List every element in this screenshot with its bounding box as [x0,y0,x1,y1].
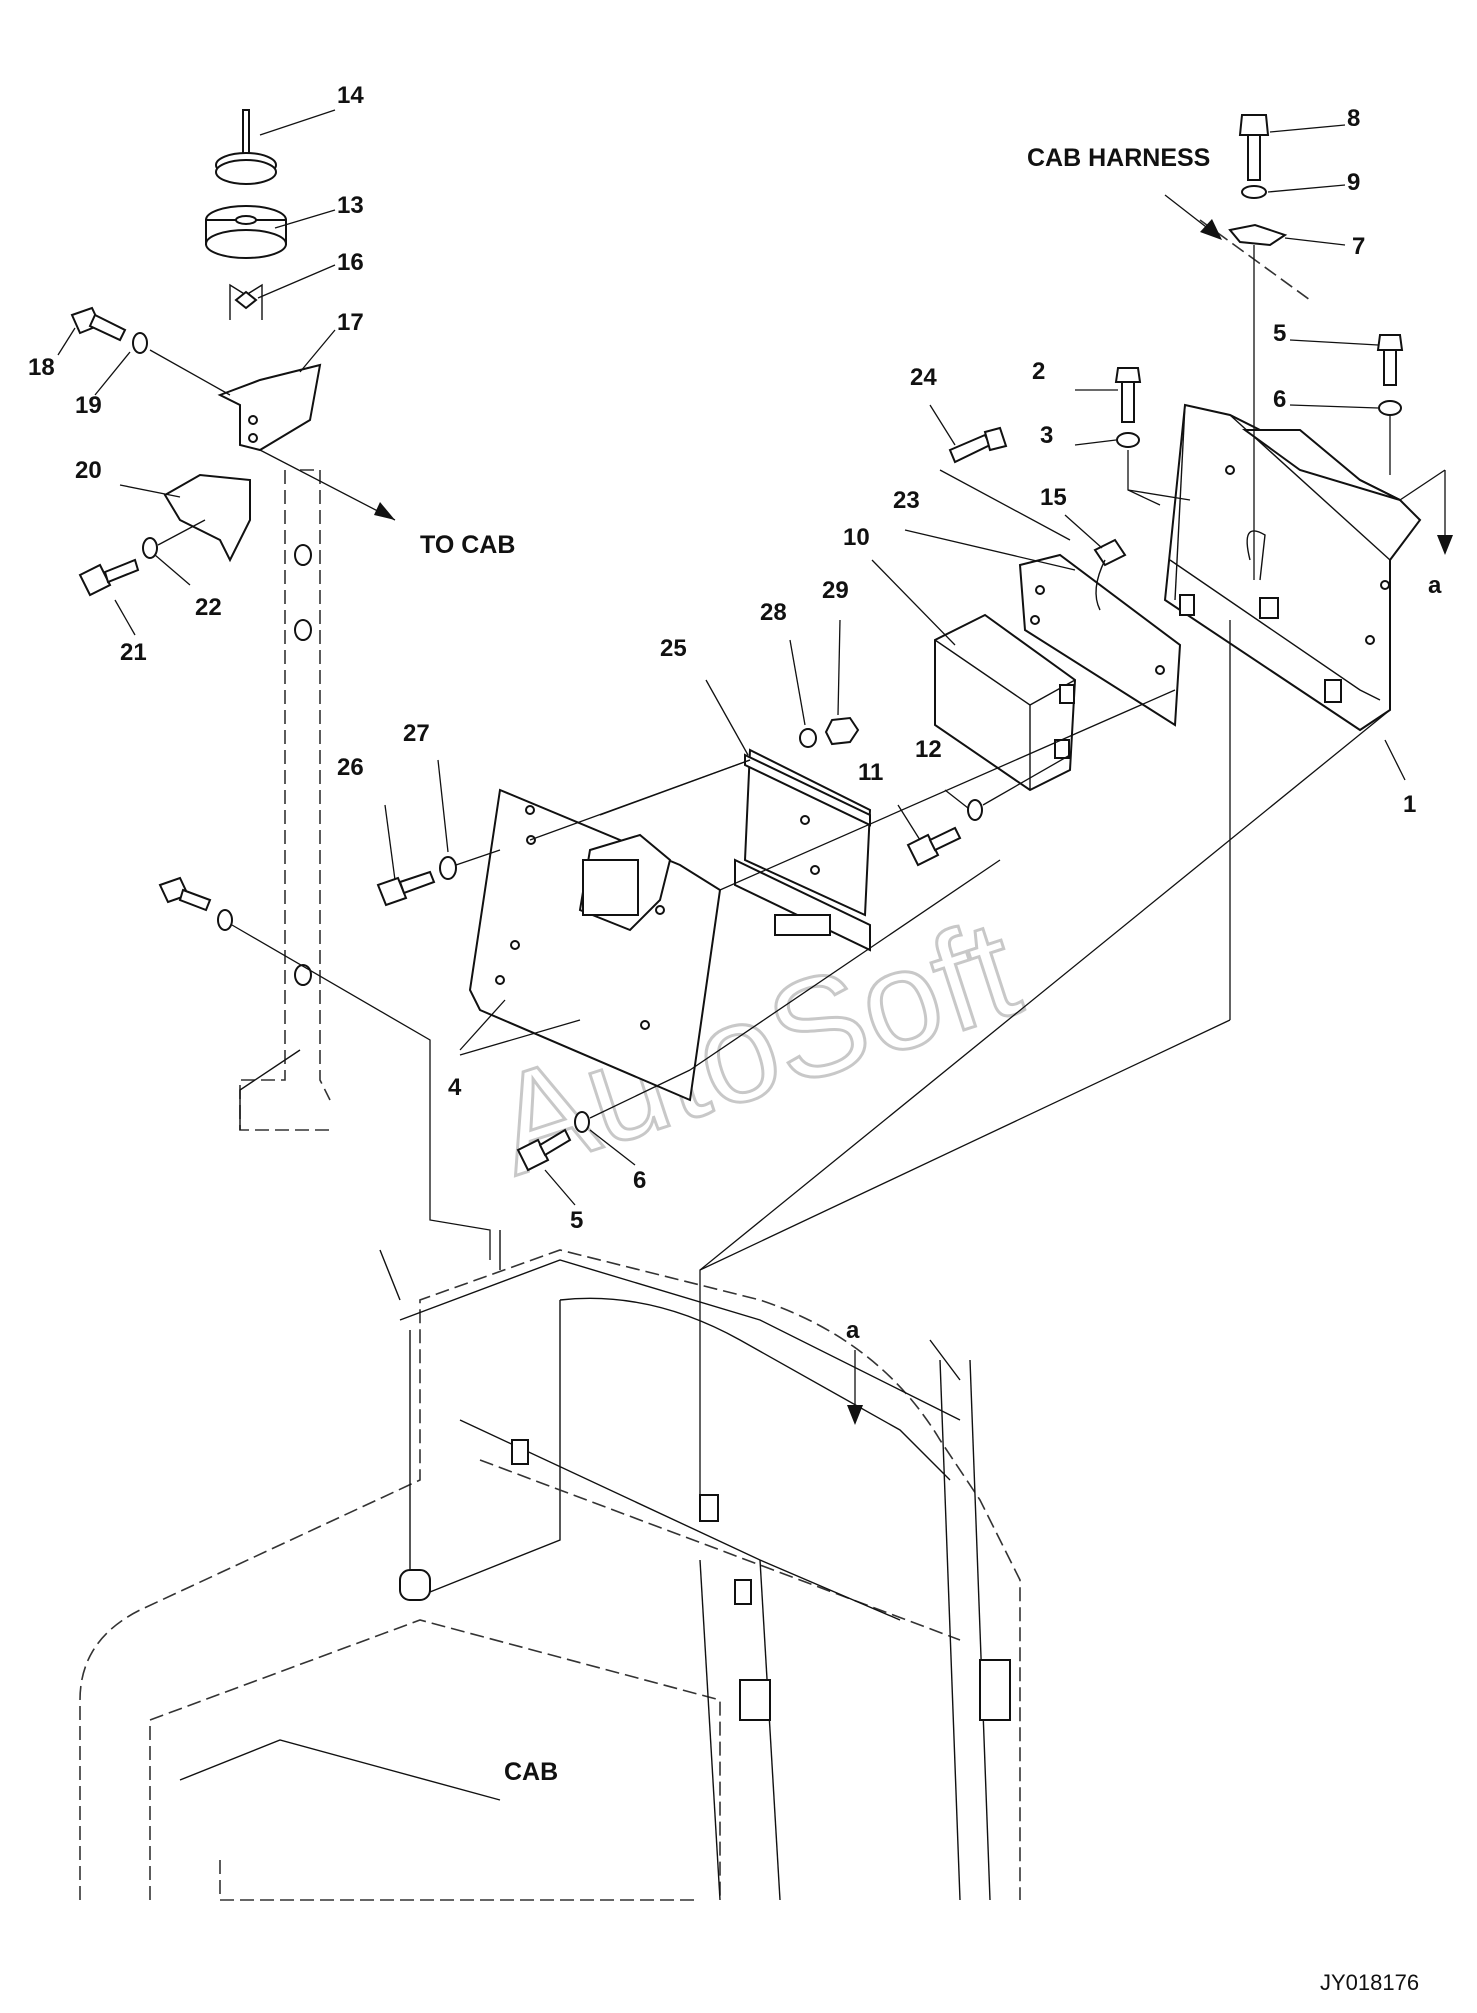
label-part-13: 13 [337,192,364,219]
label-part-7: 7 [1352,233,1365,260]
part-25-mounting-bracket [734,748,872,952]
cab-structure [79,1230,1021,1901]
label-part-6-lower: 6 [633,1167,646,1194]
part-9-washer [1241,185,1267,199]
part-15-connector [1093,538,1127,567]
label-part-4: 4 [448,1074,462,1101]
label-part-5-lower: 5 [570,1207,583,1234]
label-part-26: 26 [337,754,364,781]
part-7-clamp [1228,223,1288,247]
label-part-28: 28 [760,599,787,626]
part-3-washer [1116,432,1140,448]
part-29-nut [824,716,860,746]
part-24-bolt [948,433,992,464]
part-2-bolt-shank [1121,381,1135,423]
label-part-29: 29 [822,577,849,604]
part-17-bracket [217,363,322,452]
part-21-bolt [78,558,140,597]
to-cab-label: TO CAB [420,531,515,559]
label-part-19: 19 [75,392,102,419]
label-part-22: 22 [195,594,222,621]
part-6-washer-lower [574,1111,590,1133]
label-part-9: 9 [1347,169,1360,196]
part-28-washer [799,728,817,748]
label-part-27: 27 [403,720,430,747]
part-24-bolt-head [983,426,1008,452]
cab-harness-label: CAB HARNESS [1027,144,1210,172]
label-part-21: 21 [120,639,147,666]
part-11-bolt-shank [928,826,962,852]
label-part-12: 12 [915,736,942,763]
label-part-23: 23 [893,487,920,514]
label-part-24: 24 [910,364,937,391]
vertical-bracket-rod [239,469,331,1131]
part-16-clip [229,283,263,320]
lower-left-washer [217,909,233,931]
label-part-2: 2 [1032,358,1045,385]
label-part-5-upper: 5 [1273,320,1286,347]
label-part-1: 1 [1403,791,1416,818]
view-ref-a-right: a [1428,572,1442,599]
part-5-bolt-upper-head [1376,334,1404,351]
part-15-wire [1095,559,1106,611]
part-27-washer [439,856,457,880]
part-19-washer [132,332,148,354]
label-part-18: 18 [28,354,55,381]
part-4-cover-panel [468,788,722,1102]
label-part-3: 3 [1040,422,1053,449]
part-12-washer [967,799,983,821]
part-5-bolt-upper-shank [1383,349,1397,386]
part-8-bolt-head [1238,114,1270,136]
lower-left-bolt-shank [178,888,212,912]
label-part-10: 10 [843,524,870,551]
part-18-bolt [70,306,127,342]
part-22-washer [142,537,158,559]
label-part-15: 15 [1040,484,1067,511]
view-ref-a-lower: a [846,1317,860,1344]
label-part-20: 20 [75,457,102,484]
part-6-washer-upper [1378,400,1402,416]
part-5-bolt-lower-shank [538,1128,572,1157]
part-10-controller-box [934,613,1077,792]
part-23-plate [1018,553,1182,727]
part-20-bracket [163,473,251,563]
part-14-mount-stud [215,109,277,185]
part-26-bolt-shank [398,870,436,895]
part-2-bolt-head [1114,367,1142,383]
label-part-17: 17 [337,309,364,336]
label-part-11: 11 [858,759,883,786]
label-part-8: 8 [1347,105,1360,132]
part-13-cushion [205,205,287,259]
label-part-25: 25 [660,635,687,662]
part-8-bolt-shank [1247,134,1261,181]
part-1-bracket-box [1163,403,1422,732]
part-26-bolt [376,876,408,907]
label-part-6-upper: 6 [1273,386,1286,413]
drawing-code: JY018176 [1320,1970,1419,1995]
label-part-14: 14 [337,82,364,109]
cab-label: CAB [504,1758,558,1786]
label-part-16: 16 [337,249,364,276]
